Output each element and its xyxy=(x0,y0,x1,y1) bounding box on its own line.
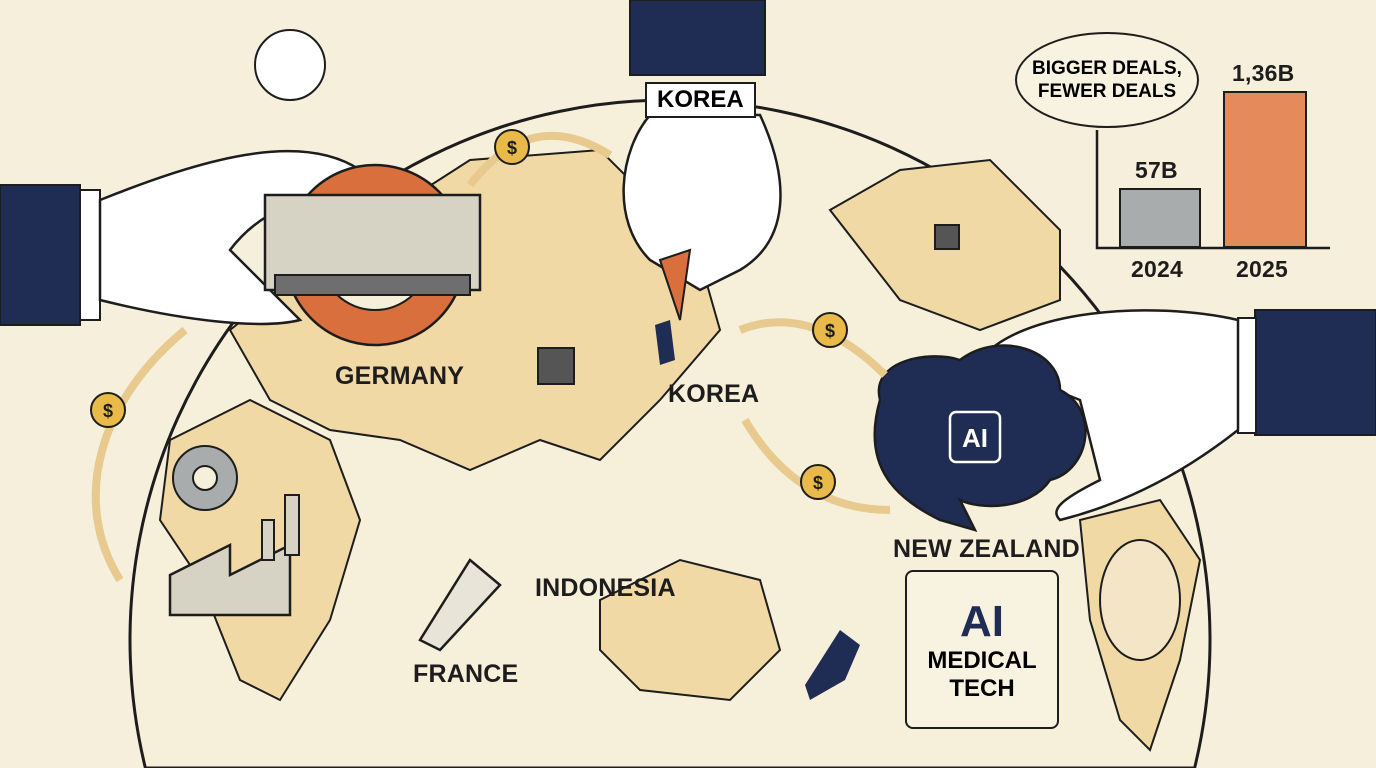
chart-axis xyxy=(1095,130,1330,250)
korea-tag: KOREA xyxy=(645,82,756,118)
dog-icon xyxy=(254,29,326,101)
arrow xyxy=(91,326,188,583)
chip-icon xyxy=(934,224,960,250)
label-germany: GERMANY xyxy=(335,362,465,390)
value-label-2025: 1,36B xyxy=(1232,60,1295,86)
svg-text:$: $ xyxy=(507,138,517,158)
scroll-ai: AI xyxy=(960,596,1004,646)
ai-medical-tech-scroll: AI MEDICAL TECH xyxy=(905,570,1059,729)
label-korea: KOREA xyxy=(668,380,760,408)
pinched-korea-piece xyxy=(658,248,692,321)
ai-chip xyxy=(948,410,1002,464)
svg-text:$: $ xyxy=(103,401,113,421)
factory-chimney xyxy=(284,494,300,556)
arrow xyxy=(466,131,613,188)
bubble-line-1: BIGGER DEALS, xyxy=(1032,58,1182,79)
bar-2025 xyxy=(1223,91,1307,248)
svg-text:$: $ xyxy=(825,321,835,341)
right-cuff xyxy=(1237,317,1257,434)
bar-2024 xyxy=(1119,188,1201,248)
top-arm-sleeve xyxy=(629,0,766,76)
brain-ai-label: AI xyxy=(962,423,988,453)
right-arm-sleeve xyxy=(1254,309,1376,436)
label-france: FRANCE xyxy=(413,660,519,688)
category-label-2025: 2025 xyxy=(1236,256,1288,282)
korea-peninsula xyxy=(655,320,675,365)
svg-text:$: $ xyxy=(813,473,823,493)
scroll-tech: TECH xyxy=(949,674,1015,702)
dog-icon xyxy=(1099,539,1181,661)
dollar-sign-icon: $ $ $ $ xyxy=(103,138,835,493)
top-hand xyxy=(622,113,782,292)
ultrasound-probe-icon xyxy=(418,558,502,652)
scroll-medical: MEDICAL xyxy=(927,646,1037,674)
left-cuff xyxy=(79,189,101,321)
chip-icon xyxy=(537,347,575,385)
value-label-2024: 57B xyxy=(1135,157,1178,183)
left-arm-sleeve xyxy=(0,184,81,326)
category-label-2024: 2024 xyxy=(1131,256,1183,282)
label-indonesia: INDONESIA xyxy=(535,574,676,602)
dollar-coin-icon xyxy=(90,129,848,500)
australia xyxy=(599,558,782,702)
lathe-base xyxy=(274,274,471,296)
label-new-zealand: NEW ZEALAND xyxy=(893,535,1080,563)
speech-bubble: BIGGER DEALS, FEWER DEALS xyxy=(1015,32,1199,128)
factory-chimney xyxy=(261,519,275,561)
gear-hole xyxy=(192,465,218,491)
new-zealand-island xyxy=(805,630,860,700)
bubble-line-2: FEWER DEALS xyxy=(1037,81,1177,102)
